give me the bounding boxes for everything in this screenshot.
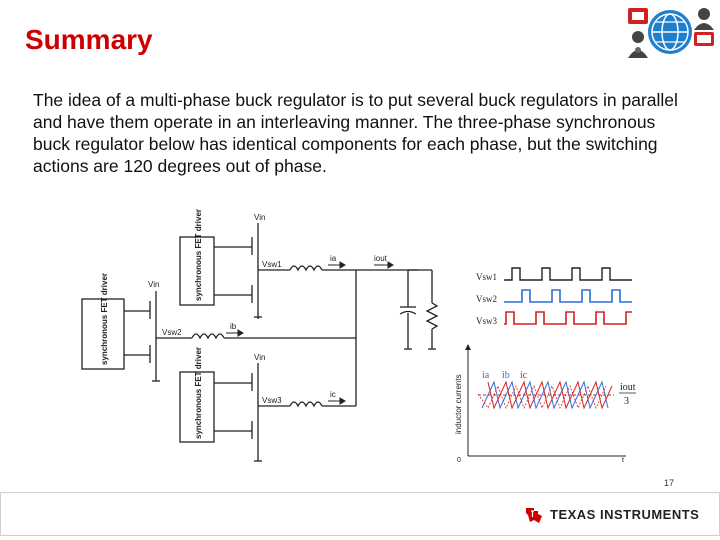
wave-vsw3-trace: [504, 311, 632, 325]
inductor-currents-ylabel: inductor currents: [454, 374, 463, 434]
wave-vsw2-trace: [504, 289, 632, 303]
wave-vsw1-label: Vsw1: [476, 272, 497, 282]
iout-label: iout: [374, 254, 388, 263]
brand-name: TEXAS INSTRUMENTS: [550, 507, 700, 522]
three-phase-buck-schematic: Vin Vin Vin Vsw1 Vsw2 Vsw3 ia ib ic iout…: [81, 209, 439, 462]
vsw2-label: Vsw2: [162, 328, 182, 337]
iout-plot-label: iout: [620, 382, 636, 393]
switching-waveforms: Vsw1 Vsw2 Vsw3: [476, 267, 632, 326]
slide-body-text: The idea of a multi-phase buck regulator…: [33, 90, 678, 176]
ia-label: ia: [330, 254, 337, 263]
phase-a-driver: [179, 236, 215, 306]
ib-label: ib: [230, 322, 237, 331]
ic-label: ic: [330, 390, 336, 399]
wave-vsw1-trace: [504, 267, 632, 281]
page-number: 17: [664, 478, 675, 488]
vsw1-label: Vsw1: [262, 260, 282, 269]
texas-instruments-logo-icon: [526, 508, 542, 523]
footer-bar: [0, 492, 720, 536]
wave-vsw3-label: Vsw3: [476, 316, 498, 326]
vin-bottom-label: Vin: [254, 353, 265, 362]
legend-ic: ic: [520, 370, 528, 381]
phase-b-driver-label: synchronous FET driver: [100, 273, 109, 365]
vin-top-label: Vin: [254, 213, 265, 222]
current-ic-trace: [477, 384, 607, 410]
vin-mid-label: Vin: [148, 280, 159, 289]
phase-c-driver-label: synchronous FET driver: [194, 347, 203, 439]
iout-divisor-label: 3: [624, 396, 629, 407]
inductor-currents-plot: 0 t inductor currents ia ib ic iout 3: [454, 344, 636, 464]
legend-ib: ib: [502, 370, 510, 381]
phase-a-driver-label: synchronous FET driver: [194, 209, 203, 301]
vsw3-label: Vsw3: [262, 396, 282, 405]
phase-c-driver: [179, 371, 215, 443]
origin-label: 0: [457, 457, 461, 464]
wave-vsw2-label: Vsw2: [476, 294, 497, 304]
t-label: t: [622, 457, 624, 464]
legend-ia: ia: [482, 370, 490, 381]
collaboration-icon: [628, 8, 714, 58]
current-ib-trace: [487, 380, 613, 410]
phase-b-driver: [81, 298, 125, 370]
slide-title: Summary: [25, 24, 153, 55]
